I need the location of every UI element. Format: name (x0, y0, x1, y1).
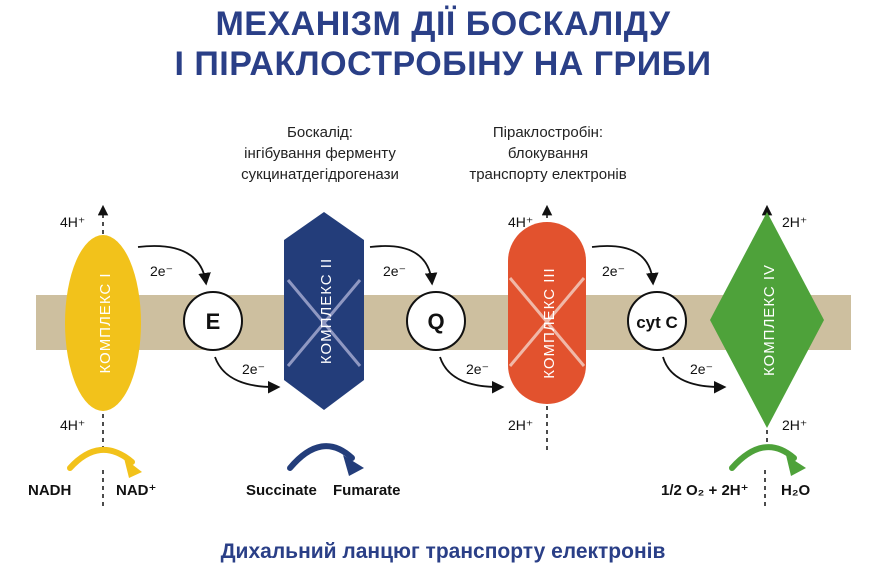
reaction-arrowhead-4 (786, 455, 806, 476)
proton-label-c3-bottom: 2H⁺ (508, 417, 533, 433)
reaction-nad: NAD⁺ (116, 482, 156, 499)
complex-3-shape (508, 222, 586, 404)
reaction-arrow-4 (729, 444, 797, 471)
complex-2-inhibition-cross (286, 279, 362, 367)
carrier-cytc-label: cyt C (636, 313, 678, 332)
carrier-e-circle (183, 291, 243, 351)
title-line-2: І ПІРАКЛОСТРОБІНУ НА ГРИБИ (174, 45, 712, 83)
reaction-arrow-1 (67, 446, 135, 471)
electron-arrow-1-bottom (214, 356, 281, 394)
reaction-nadh: NADH (28, 482, 71, 499)
boscalid-note: Боскалід: інгібування ферменту сукцинатд… (220, 122, 420, 185)
electron-arrow-2-top (369, 245, 438, 286)
complex-2-shape (284, 212, 364, 410)
footer-caption: Дихальний ланцюг транспорту електронів (220, 540, 666, 563)
reaction-arrow-2 (287, 443, 355, 471)
carrier-cytc-circle (627, 291, 687, 351)
reaction-water: H₂O (781, 482, 810, 499)
complex-1-label: КОМПЛЕКС I (97, 272, 114, 373)
proton-label-c4-bottom: 2H⁺ (782, 417, 807, 433)
carrier-e-label: E (206, 309, 221, 334)
complex-4-shape (710, 212, 824, 428)
complex-3-inhibition-cross (508, 277, 586, 367)
electron-arrow-2-bottom (439, 356, 505, 394)
pyraclostrobin-note-line-3: транспорту електронів (469, 166, 627, 183)
electron-label-3-top: 2e⁻ (602, 263, 625, 279)
carrier-q-circle (406, 291, 466, 351)
carrier-q-label: Q (427, 309, 444, 334)
title-line-1: МЕХАНІЗМ ДІЇ БОСКАЛІДУ (215, 5, 671, 43)
pyraclostrobin-note-line-1: Піраклостробін: (492, 124, 604, 141)
proton-label-c3-top: 4H⁺ (508, 214, 533, 230)
electron-arrow-1-top (137, 245, 211, 286)
electron-arrow-3-bottom (662, 356, 727, 394)
proton-label-c4-top: 2H⁺ (782, 214, 807, 230)
electron-label-3-bottom: 2e⁻ (690, 361, 713, 377)
electron-arrow-3-top (591, 245, 659, 286)
pyraclostrobin-note: Піраклостробін: блокування транспорту ел… (448, 122, 648, 185)
reaction-succinate: Succinate (246, 482, 317, 499)
electron-label-1-top: 2e⁻ (150, 263, 173, 279)
pyraclostrobin-note-line-2: блокування (507, 145, 589, 162)
electron-label-2-top: 2e⁻ (383, 263, 406, 279)
boscalid-note-line-1: Боскалід: (287, 124, 353, 141)
complex-3-label: КОМПЛЕКС III (541, 267, 558, 378)
complex-1-shape (65, 235, 141, 411)
reaction-fumarate: Fumarate (333, 482, 401, 499)
boscalid-note-line-2: інгібування ферменту (244, 145, 396, 162)
reaction-arrowhead-2 (343, 455, 364, 476)
electron-label-2-bottom: 2e⁻ (466, 361, 489, 377)
proton-label-c1-top: 4H⁺ (60, 214, 85, 230)
reaction-oxygen: 1/2 O₂ + 2H⁺ (661, 482, 749, 499)
reaction-arrowhead-1 (124, 458, 142, 478)
boscalid-note-line-3: сукцинатдегідрогенази (241, 166, 399, 183)
complex-2-label: КОМПЛЕКС II (318, 258, 335, 364)
electron-label-1-bottom: 2e⁻ (242, 361, 265, 377)
complex-4-label: КОМПЛЕКС IV (761, 264, 778, 376)
proton-label-c1-bottom: 4H⁺ (60, 417, 85, 433)
